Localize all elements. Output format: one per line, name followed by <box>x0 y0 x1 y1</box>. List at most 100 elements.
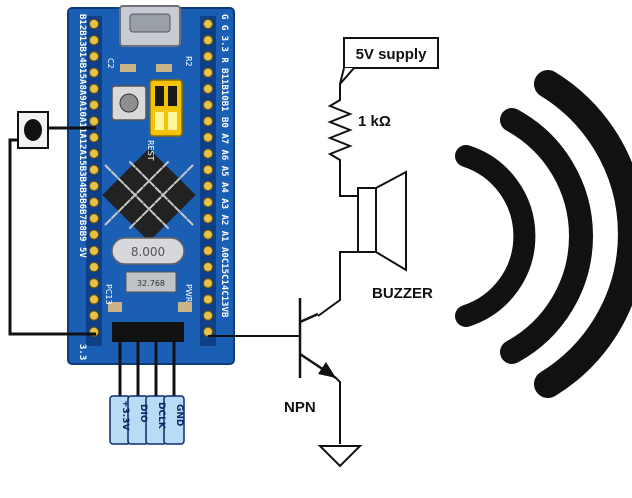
pwr-led <box>178 302 192 312</box>
reset-button <box>111 85 147 121</box>
chip-pin <box>155 167 163 175</box>
pin-hole <box>203 164 213 175</box>
chip-pin <box>135 215 143 223</box>
chip-pin <box>186 164 194 172</box>
pin-hole <box>203 100 213 110</box>
pin-hole <box>203 181 213 191</box>
pin-hole <box>89 148 99 159</box>
mcu-chip <box>102 148 196 242</box>
chip-pin <box>160 192 169 201</box>
supply-label-box: 5V supply <box>339 37 439 85</box>
plug-label-dio: DIO <box>138 404 148 423</box>
chip-pin <box>173 177 181 185</box>
chip-pin <box>147 179 156 188</box>
resistor <box>327 84 358 197</box>
pin-hole <box>89 83 99 94</box>
r2-label: R2 <box>184 56 193 67</box>
npn-transistor <box>298 298 337 380</box>
plug-label-dclk: DCLK <box>156 402 166 430</box>
c2-capacitor <box>120 64 136 72</box>
boot-jumpers <box>149 79 183 137</box>
chip-pin <box>154 196 162 204</box>
supply-label: 5V supply <box>356 46 428 63</box>
right-pin-holes <box>203 19 213 337</box>
chip-pin <box>155 215 163 223</box>
pin-hole <box>203 229 213 240</box>
plug-label-gnd: GND <box>174 404 184 426</box>
chip-pin <box>161 160 170 169</box>
resistor-label: 1 kΩ <box>358 113 391 130</box>
pin-hole <box>203 67 213 78</box>
pin-hole <box>89 310 99 321</box>
chip-pin <box>149 173 157 181</box>
left-bottom-label: 3.3 <box>77 344 87 360</box>
chip-pin <box>128 221 137 230</box>
pin-hole <box>203 294 213 305</box>
chip-pin <box>136 196 144 204</box>
pin-hole <box>203 148 213 159</box>
plug-label-3v3: +3.3V <box>120 400 130 430</box>
pin-hole <box>203 262 213 272</box>
chip-pin <box>117 205 125 213</box>
pin-hole <box>89 278 99 289</box>
chip-pin <box>104 164 112 172</box>
chip-pin <box>110 211 119 220</box>
pin-hole <box>203 132 213 143</box>
crystal-oscillator: 8.000 <box>111 237 185 265</box>
pin-hole <box>203 278 213 289</box>
ground-symbol <box>317 445 363 468</box>
r2-resistor <box>156 64 172 72</box>
chip-pin <box>129 192 138 201</box>
usb-connector <box>119 5 181 47</box>
chip-pin <box>149 209 157 217</box>
ground-wire <box>335 377 341 444</box>
pin-hole <box>89 132 99 143</box>
pc13-led <box>108 302 122 312</box>
pin-hole <box>89 181 99 191</box>
pin-hole <box>89 197 99 208</box>
pin-hole <box>203 245 213 256</box>
rtc-crystal: 32.768 <box>125 271 177 293</box>
pin-hole <box>203 83 213 94</box>
chip-pin <box>141 209 149 217</box>
pin-hole <box>203 19 213 29</box>
pin-hole <box>203 197 213 208</box>
pin-hole <box>89 116 99 127</box>
debug-header <box>112 322 184 342</box>
pin-hole <box>89 213 99 224</box>
pin-hole <box>89 294 99 305</box>
chip-pin <box>179 211 188 220</box>
pin-hole <box>89 35 99 46</box>
microcontroller-board: 8.000 32.768 B12B13B14B15A8A9A10A11A12A1… <box>67 5 235 365</box>
left-pin-holes <box>89 19 99 337</box>
buzzer <box>357 170 407 272</box>
chip-pin <box>135 167 143 175</box>
sound-waves-icon <box>455 70 632 398</box>
collector-wire <box>317 251 358 317</box>
chip-pin <box>123 183 131 191</box>
emitter-arrow <box>318 362 336 378</box>
chip-pin <box>147 202 156 211</box>
chip-pin <box>141 173 149 181</box>
debug-leads <box>118 342 176 398</box>
pin-hole <box>89 164 99 175</box>
pin-hole <box>89 100 99 110</box>
right-pin-labels: G G 3.3 R B11B10B1 B0 A7 A6 A5 A4 A3 A2 … <box>219 14 229 318</box>
chip-pin <box>186 218 194 226</box>
debug-plug-labels: +3.3V DIO DCLK GND <box>109 395 185 445</box>
pc13-label: PC13 <box>104 284 113 305</box>
left-pin-labels: B12B13B14B15A8A9A10A11A12A15B3B4B5B6B7B8… <box>77 14 87 258</box>
pin-hole <box>89 51 99 62</box>
button-wires <box>8 126 96 336</box>
chip-pin <box>128 160 137 169</box>
chip-pin <box>167 183 175 191</box>
buzzer-label: BUZZER <box>372 285 433 302</box>
chip-pin <box>173 205 181 213</box>
chip-pin <box>167 199 175 207</box>
pin-hole <box>203 35 213 46</box>
pin-hole <box>203 213 213 224</box>
pin-hole <box>89 19 99 29</box>
chip-pin <box>104 218 112 226</box>
pwr-label: PWR <box>184 284 193 303</box>
